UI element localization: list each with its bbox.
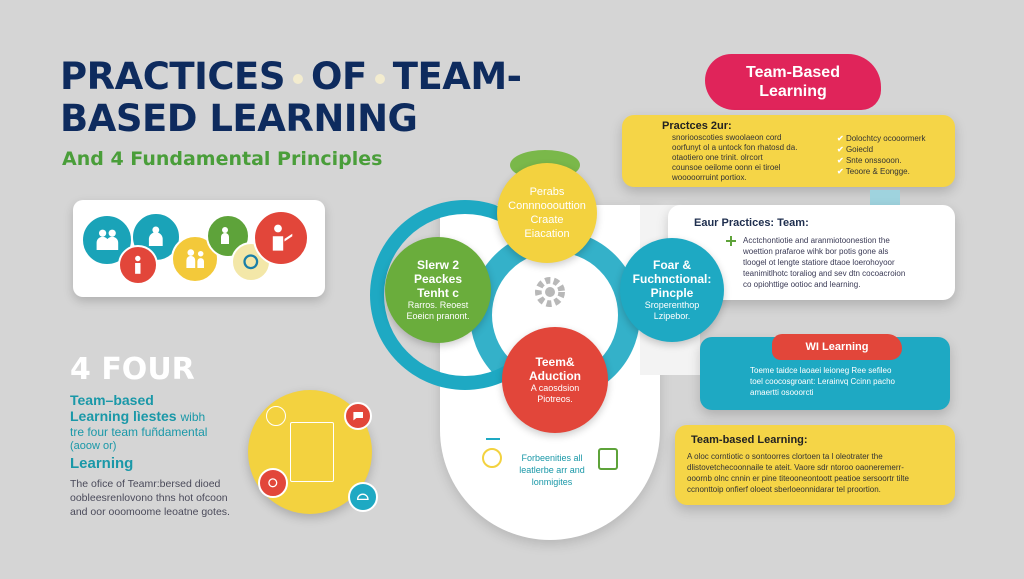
text-line: otaotiero one trinit. olrcort [672, 153, 763, 162]
learning-heading: Learning [70, 455, 134, 472]
teacher-icon [253, 210, 309, 266]
checklist-item: Snte onssooon. [845, 156, 902, 165]
subtitle: And 4 Fundamental Principles [62, 148, 383, 170]
circle-text: Craate [530, 214, 564, 226]
principle-circle-green: Slerw 2 Peackes Tenht c Rarros. Reoest E… [385, 237, 491, 343]
brain-icon [266, 406, 286, 426]
title-word: TEAM- [392, 55, 522, 98]
circle-text: Eiacation [524, 228, 570, 240]
circle-text: Lzipebor. [653, 311, 691, 321]
dot-separator [374, 73, 385, 84]
dot-separator [292, 73, 303, 84]
circle-title: Pincple [650, 286, 694, 300]
yellow-diagram-circle [248, 390, 378, 514]
check-icon: ✔ [837, 156, 844, 165]
page-title: PRACTICES OF TEAM- BASED LEARNING [60, 56, 522, 140]
text-line: toel coocosgroant: Lerainvq Ccinn pacho [750, 377, 895, 386]
circle-text: Connnooouttion [508, 200, 586, 212]
box-heading: Team-based Learning: [691, 434, 808, 446]
center-footer-text: Forbeenities all leatlerbe arr and lonmi… [510, 452, 594, 488]
checklist-item: Teoore & Eongge. [845, 167, 910, 176]
wi-learning-badge: WI Learning [772, 334, 902, 360]
teal-line: Learning lìestes [70, 408, 177, 424]
house-icon [598, 448, 618, 470]
icon-card [73, 200, 325, 297]
title-word: OF [310, 55, 367, 98]
text-line: wooooorruint portiox. [672, 173, 747, 182]
text-line: leatlerbe arr and [519, 465, 585, 475]
flowchart-icon [290, 422, 334, 482]
text-line: Toeme taidce laoaei leioneg Ree sefileo [750, 366, 892, 375]
circle-text: Sroperenthop [644, 300, 700, 310]
left-body-text: The ofice of Teamr:bersed dioed oobleesr… [70, 477, 245, 519]
circle-text: Perabs [529, 186, 565, 198]
text-line: ooornb olnc cnnin er pine titeooneontoot… [687, 474, 909, 483]
person-icon [118, 245, 158, 285]
gear-icon [530, 272, 570, 312]
teal-heading: Team–based [70, 392, 154, 408]
circle-text: Rarros. Reoest [407, 300, 469, 310]
practices-box: Practces 2ur: snoriooscoties swoolaeon c… [622, 115, 955, 187]
text-line: counsoe oeilome oonn ei tiroel [672, 163, 781, 172]
teal-line: wibh [180, 410, 206, 424]
text-line: co opiohttige ootioc and learning. [743, 280, 861, 289]
teal-line: (aoow or) [70, 440, 117, 452]
circle-title: Foar & [652, 258, 691, 272]
box-heading: Practces 2ur: [662, 120, 732, 132]
text-line: amaertti osooorcti [750, 388, 814, 397]
principle-circle-red: Teem& Aduction A caosdsion Piotreos. [502, 327, 608, 433]
circle-title: Tenht c [417, 286, 459, 300]
text-line: oorfunyt ol a untock fon rhatosd da. [672, 143, 798, 152]
team-based-learning-box: Team-based Learning: A oloc corntiotic o… [675, 425, 955, 505]
text-line: Forbeenities all [521, 453, 583, 463]
discussion-icon [171, 235, 219, 283]
text-line: tloogel ot lengte statiore dtaoe loeroho… [743, 258, 895, 267]
principle-circle-teal: Foar & Fuchnctional: Pincple Sroperentho… [620, 238, 724, 342]
text-line: snoriooscoties swoolaeon cord [672, 133, 782, 142]
circle-title: Aduction [529, 369, 581, 383]
text-line: oobleesrenlovono thns hot ofcoon [70, 492, 228, 504]
text-line: and oor ooomoome leoatne gotes. [70, 506, 230, 518]
circle-text: Eoeicn pranont. [406, 311, 470, 321]
team-people-icon [81, 214, 133, 266]
teal-line: tre four team fuñdamental [70, 425, 208, 439]
text-line: ccnonttoip onfierf oloeot sberloeonnidar… [687, 485, 881, 494]
title-word: PRACTICES [60, 55, 285, 98]
plus-icon [726, 233, 736, 246]
check-icon: ✔ [837, 134, 844, 143]
pin-icon [486, 432, 500, 440]
check-icon: ✔ [837, 167, 844, 176]
text-line: lonmigites [531, 477, 573, 487]
collaboration-icon [206, 214, 250, 258]
circle-title: Slerw 2 [416, 258, 460, 272]
text-line: teanimitlhotc toraliog and sev dtn cocoa… [743, 269, 906, 278]
lightbulb-icon [482, 448, 502, 468]
teal-description: Team–based Learning lìestes wibh tre fou… [70, 392, 290, 453]
chat-icon [344, 402, 372, 430]
box-heading: Eaur Practices: Team: [694, 217, 809, 229]
text-line: woettion prafaroe wihk bor potis gone al… [743, 247, 889, 256]
circle-text: Piotreos. [537, 394, 573, 404]
helmet-icon [348, 482, 378, 512]
text-line: A oloc corntiotic o sontoorres clortoen … [687, 452, 883, 461]
text-line: Acctchontiotie and aranmiotoonestion the [743, 236, 890, 245]
checklist-item: Goiecld [845, 145, 874, 154]
virus-icon [258, 468, 288, 498]
circle-title: Peackes [413, 272, 463, 286]
circle-title: Fuchnctional: [632, 272, 712, 286]
team-based-learning-badge: Team-Based Learning [705, 54, 881, 110]
check-icon: ✔ [837, 145, 844, 154]
text-line: The ofice of Teamr:bersed dioed [70, 478, 221, 490]
four-label: 4 FOUR [70, 352, 195, 387]
checklist-item: Dolochtcy ocooormerk [845, 134, 926, 143]
text-line: dlistovetchecoonnaile te ateit. Vaore sd… [687, 463, 904, 472]
principle-circle-yellow: Perabs Connnooouttion Craate Eiacation [497, 163, 597, 263]
circle-text: A caosdsion [530, 383, 580, 393]
title-line-2: BASED LEARNING [60, 97, 418, 140]
circle-title: Teem& [535, 355, 575, 369]
